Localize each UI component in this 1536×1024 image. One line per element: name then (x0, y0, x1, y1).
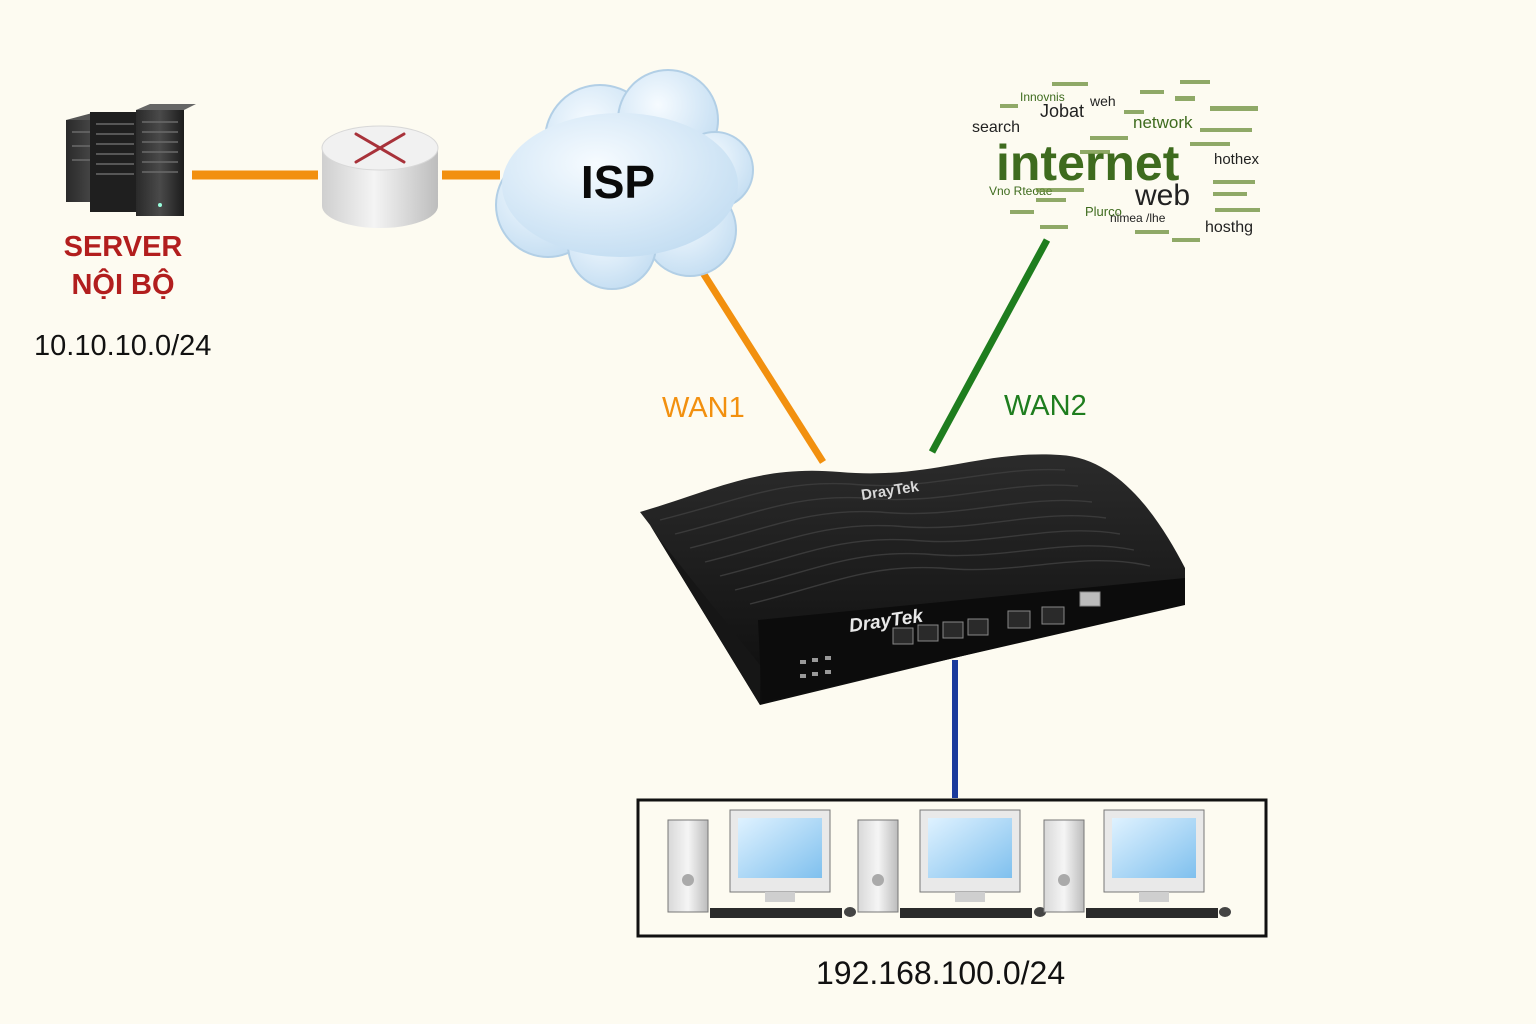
server-icon (66, 104, 196, 216)
wc-web: web (1134, 179, 1190, 212)
server-label-line2: NỘI BỘ (71, 269, 175, 301)
wc-nimea: nimea /lhe (1110, 211, 1166, 225)
server-label-line1: SERVER (63, 231, 183, 263)
internet-word-cloud: internet web network search Jobat Innovn… (972, 80, 1260, 242)
wc-jobat: Jobat (1040, 101, 1084, 121)
wan2-label: WAN2 (1004, 390, 1087, 422)
wan1-link (695, 263, 826, 464)
draytek-router: DrayTek DrayTek (640, 454, 1185, 705)
wc-network: network (1133, 113, 1193, 132)
server-subnet: 10.10.10.0/24 (34, 330, 212, 362)
wan2-link (928, 238, 1051, 454)
lan-ports (892, 591, 1101, 645)
wc-weh: weh (1089, 93, 1116, 109)
wc-vno: Vno Rteoae (989, 184, 1053, 198)
workstation-2 (857, 809, 1046, 918)
wc-hothex: hothex (1214, 151, 1260, 168)
wc-innovnis: Innovnis (1020, 90, 1065, 104)
workstation-1 (667, 809, 856, 918)
lan-group (636, 798, 1268, 938)
wc-search: search (972, 119, 1020, 136)
lan-subnet: 192.168.100.0/24 (816, 955, 1066, 991)
wan1-label: WAN1 (662, 392, 745, 424)
wc-plurco: Plurco (1085, 204, 1122, 219)
isp-cloud-icon: ISP (495, 69, 754, 290)
wc-internet: internet (996, 135, 1180, 191)
close-icon (354, 132, 406, 164)
isp-label: ISP (581, 156, 655, 208)
wc-hosthg: hosthg (1205, 219, 1253, 236)
workstation-3 (1043, 809, 1231, 918)
blocked-router-icon (321, 125, 439, 228)
server-label: SERVER NỘI BỘ (38, 228, 208, 304)
